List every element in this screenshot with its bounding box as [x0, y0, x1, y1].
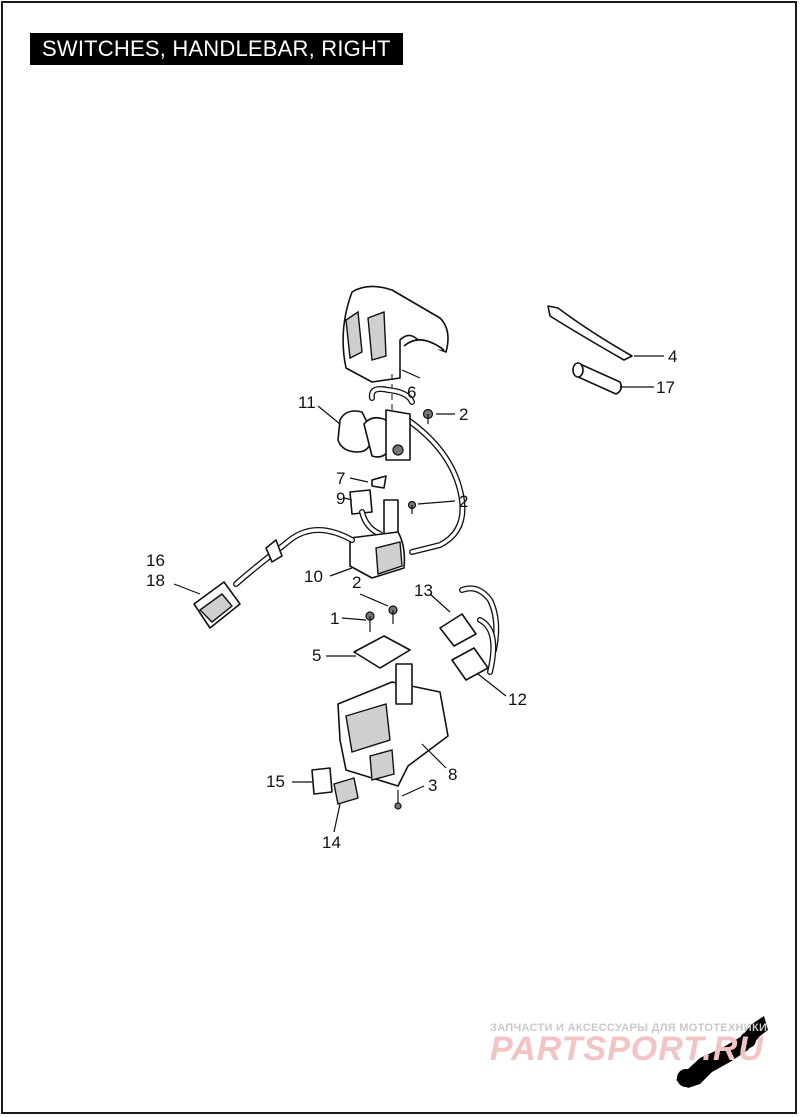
callout-15: 15 [266, 772, 285, 791]
callout-4: 4 [668, 347, 677, 366]
callout-18: 18 [146, 571, 165, 590]
screw-middle [407, 500, 417, 514]
callout-3: 3 [428, 776, 437, 795]
protective-sleeve [572, 362, 623, 395]
cable-strap [547, 305, 633, 361]
callout-10: 10 [304, 567, 323, 586]
callout-13: 13 [414, 581, 433, 600]
watermark-brand: PARTSPORT.RU [490, 1030, 764, 1068]
watermark-tagline: ЗАПЧАСТИ И АКСЕССУАРЫ ДЛЯ МОТОТЕХНИКИ [490, 1022, 768, 1034]
watermark-motorcycle-icon [676, 1016, 768, 1088]
callout-1: 1 [330, 609, 339, 628]
switch-cap-15 [311, 767, 333, 795]
screw-upper [422, 408, 434, 424]
screw-2-lower [388, 605, 398, 624]
callout-labels: 6 2 11 7 2 9 16 18 10 2 13 1 5 12 8 3 15… [146, 347, 677, 852]
callout-14: 14 [322, 833, 341, 852]
switch-assembly-upper [337, 386, 466, 555]
page-title-text: SWITCHES, HANDLEBAR, RIGHT [42, 36, 391, 61]
upper-switch-housing [342, 285, 449, 383]
leader-lines [173, 355, 664, 833]
callout-2-middle: 2 [459, 492, 468, 511]
callout-7: 7 [336, 469, 345, 488]
screw-1 [365, 611, 375, 632]
connector-small [349, 489, 383, 537]
main-harness-connector [193, 581, 241, 629]
callout-5: 5 [312, 646, 321, 665]
switch-cable-13 [439, 585, 500, 653]
callout-11: 11 [298, 393, 316, 412]
lower-switch-assembly [233, 499, 406, 587]
callout-16: 16 [146, 551, 165, 570]
switch-insert [371, 475, 387, 489]
callout-2-lower: 2 [352, 573, 361, 592]
callout-6: 6 [407, 383, 416, 402]
switch-cap-14 [333, 777, 359, 805]
mounting-plate [353, 635, 411, 669]
screw-3 [394, 790, 402, 810]
page-title: SWITCHES, HANDLEBAR, RIGHT [30, 33, 403, 65]
callout-9: 9 [336, 489, 345, 508]
callout-2-upper: 2 [459, 405, 468, 424]
callout-17: 17 [656, 378, 675, 397]
switch-cable-12 [451, 617, 497, 681]
lower-switch-housing [337, 663, 449, 787]
callout-12: 12 [508, 690, 527, 709]
callout-8: 8 [448, 765, 457, 784]
